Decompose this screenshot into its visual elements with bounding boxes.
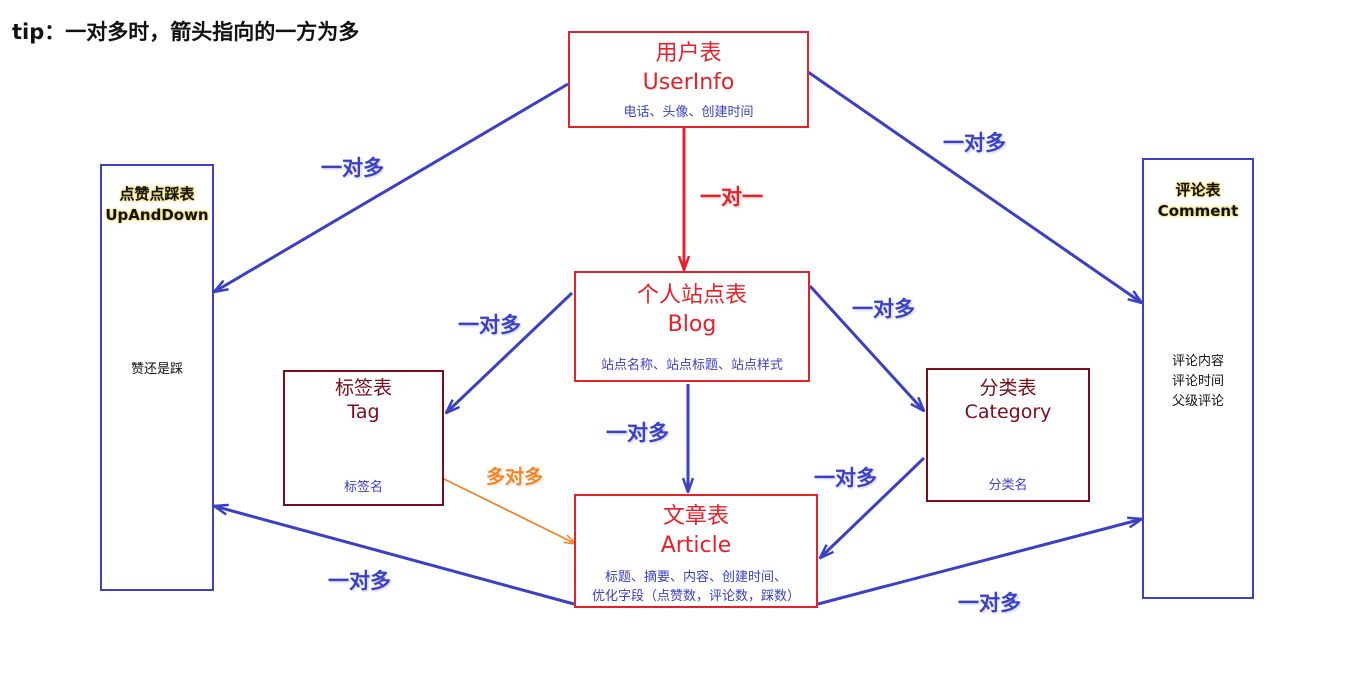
link-user-updown [214,82,569,292]
table-article-fields-line2: 优化字段（点赞数，评论数，踩数） [591,589,800,604]
table-category-cn-name: 分类表 [979,377,1037,399]
table-userinfo-cn-name: 用户表 [655,41,722,66]
table-blog: 个人站点表 Blog 站点名称、站点标题、站点样式 [574,271,810,382]
label-tag-article: 多对多 [486,466,544,488]
table-comment-field-parent: 父级评论 [1171,394,1224,409]
table-article-en-name: Article [660,533,732,558]
table-blog-fields: 站点名称、站点标题、站点样式 [600,358,783,373]
label-user-blog: 一对一 [700,185,763,209]
table-comment: 评论表 Comment 评论内容 评论时间 父级评论 [1142,158,1254,599]
table-article: 文章表 Article 标题、摘要、内容、创建时间、 优化字段（点赞数，评论数，… [574,494,818,608]
table-tag: 标签表 Tag 标签名 [283,370,444,506]
table-updown-en-name: UpAndDown [105,206,209,224]
table-tag-cn-name: 标签表 [334,377,392,399]
table-blog-cn-name: 个人站点表 [636,283,747,308]
table-tag-fields: 标签名 [343,480,383,495]
table-comment-field-content: 评论内容 [1171,354,1224,369]
table-article-fields-line1: 标题、摘要、内容、创建时间、 [604,570,787,585]
label-blog-category: 一对多 [852,297,915,321]
link-blog-category [808,284,924,411]
label-category-article: 一对多 [814,466,877,490]
table-blog-en-name: Blog [667,312,717,337]
link-category-article [820,456,926,558]
table-updown-cn-name: 点赞点踩表 [119,185,195,203]
table-article-cn-name: 文章表 [662,504,729,529]
table-userinfo: 用户表 UserInfo 电话、头像、创建时间 [568,31,809,128]
table-updown: 点赞点踩表 UpAndDown 赞还是踩 [100,164,214,591]
link-tag-article [444,479,576,544]
link-user-comment [807,70,1142,303]
table-comment-fields: 评论内容 评论时间 父级评论 [1144,352,1252,412]
label-blog-article: 一对多 [606,421,669,445]
table-comment-cn-name: 评论表 [1175,181,1221,199]
table-userinfo-fields: 电话、头像、创建时间 [623,105,754,120]
link-article-updown [214,506,575,606]
label-blog-tag: 一对多 [458,313,521,337]
table-category-fields: 分类名 [988,478,1028,493]
table-category: 分类表 Category 分类名 [926,368,1090,502]
label-user-updown: 一对多 [321,156,384,180]
link-blog-tag [446,291,574,413]
label-article-comment: 一对多 [958,591,1021,615]
link-article-comment [817,519,1142,606]
label-article-updown: 一对多 [328,569,391,593]
table-comment-en-name: Comment [1157,202,1239,220]
table-userinfo-en-name: UserInfo [642,70,735,95]
table-comment-field-time: 评论时间 [1171,374,1224,389]
tip-note: tip：一对多时，箭头指向的一方为多 [12,20,360,44]
table-tag-en-name: Tag [347,401,380,423]
table-updown-fields: 赞还是踩 [130,362,183,377]
label-user-comment: 一对多 [943,131,1006,155]
table-category-en-name: Category [964,401,1052,423]
table-article-fields: 标题、摘要、内容、创建时间、 优化字段（点赞数，评论数，踩数） [576,568,816,606]
